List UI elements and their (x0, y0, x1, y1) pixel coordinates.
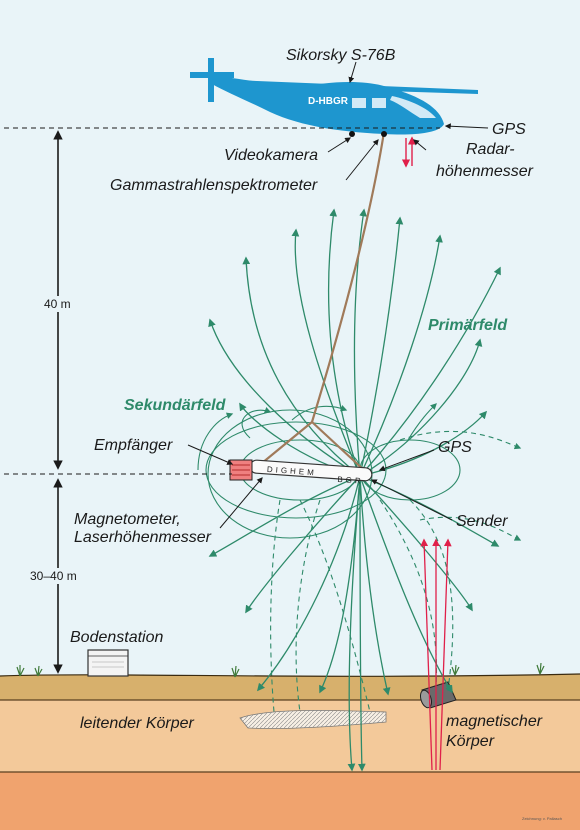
label-radar-2: höhenmesser (436, 163, 534, 180)
grass-tufts (16, 662, 545, 678)
dighem-bird: DIGHEM BGR (229, 459, 373, 486)
leader-lines (187, 61, 489, 529)
helicopter: D-HBGR (190, 58, 478, 137)
label-leitender: leitender Körper (80, 715, 195, 732)
label-magnetisch-1: magnetischer (446, 713, 543, 730)
dimension-lower: 30–40 m (30, 569, 77, 583)
soil-top-layer (0, 674, 580, 700)
label-primaerfeld: Primärfeld (428, 317, 508, 334)
label-helicopter-name: Sikorsky S-76B (286, 47, 396, 64)
credit-text: Zeichnung: v. Pallasch (522, 816, 562, 821)
tail-rotor (208, 58, 214, 102)
radar-altimeter-arrows (401, 136, 417, 168)
bird-label-left: DIGHEM (267, 465, 318, 477)
label-magnetometer-1: Magnetometer, (74, 511, 181, 528)
ground-station (87, 649, 129, 677)
label-empfaenger: Empfänger (94, 437, 173, 454)
label-bodenstation: Bodenstation (70, 629, 164, 646)
label-gps-top: GPS (492, 121, 526, 138)
helicopter-registration: D-HBGR (308, 96, 349, 107)
label-magnetisch-2: Körper (446, 733, 495, 750)
soil-deep-layer (0, 772, 580, 830)
label-gps-bird: GPS (438, 439, 472, 456)
fuselage (212, 76, 444, 135)
dimension-upper: 40 m (44, 297, 71, 311)
label-sekundaerfeld: Sekundärfeld (124, 397, 227, 414)
magnetic-anomaly-arrows (420, 538, 452, 771)
label-videokamera: Videokamera (224, 147, 318, 164)
primary-field-lines (208, 208, 501, 772)
label-gamma: Gammastrahlenspektrometer (110, 177, 318, 194)
label-sender: Sender (456, 513, 508, 530)
height-reference-lines (4, 127, 440, 475)
label-magnetometer-2: Laserhöhenmesser (74, 529, 212, 546)
bird-label-right: BGR (337, 475, 364, 486)
label-radar-1: Radar- (466, 141, 515, 158)
